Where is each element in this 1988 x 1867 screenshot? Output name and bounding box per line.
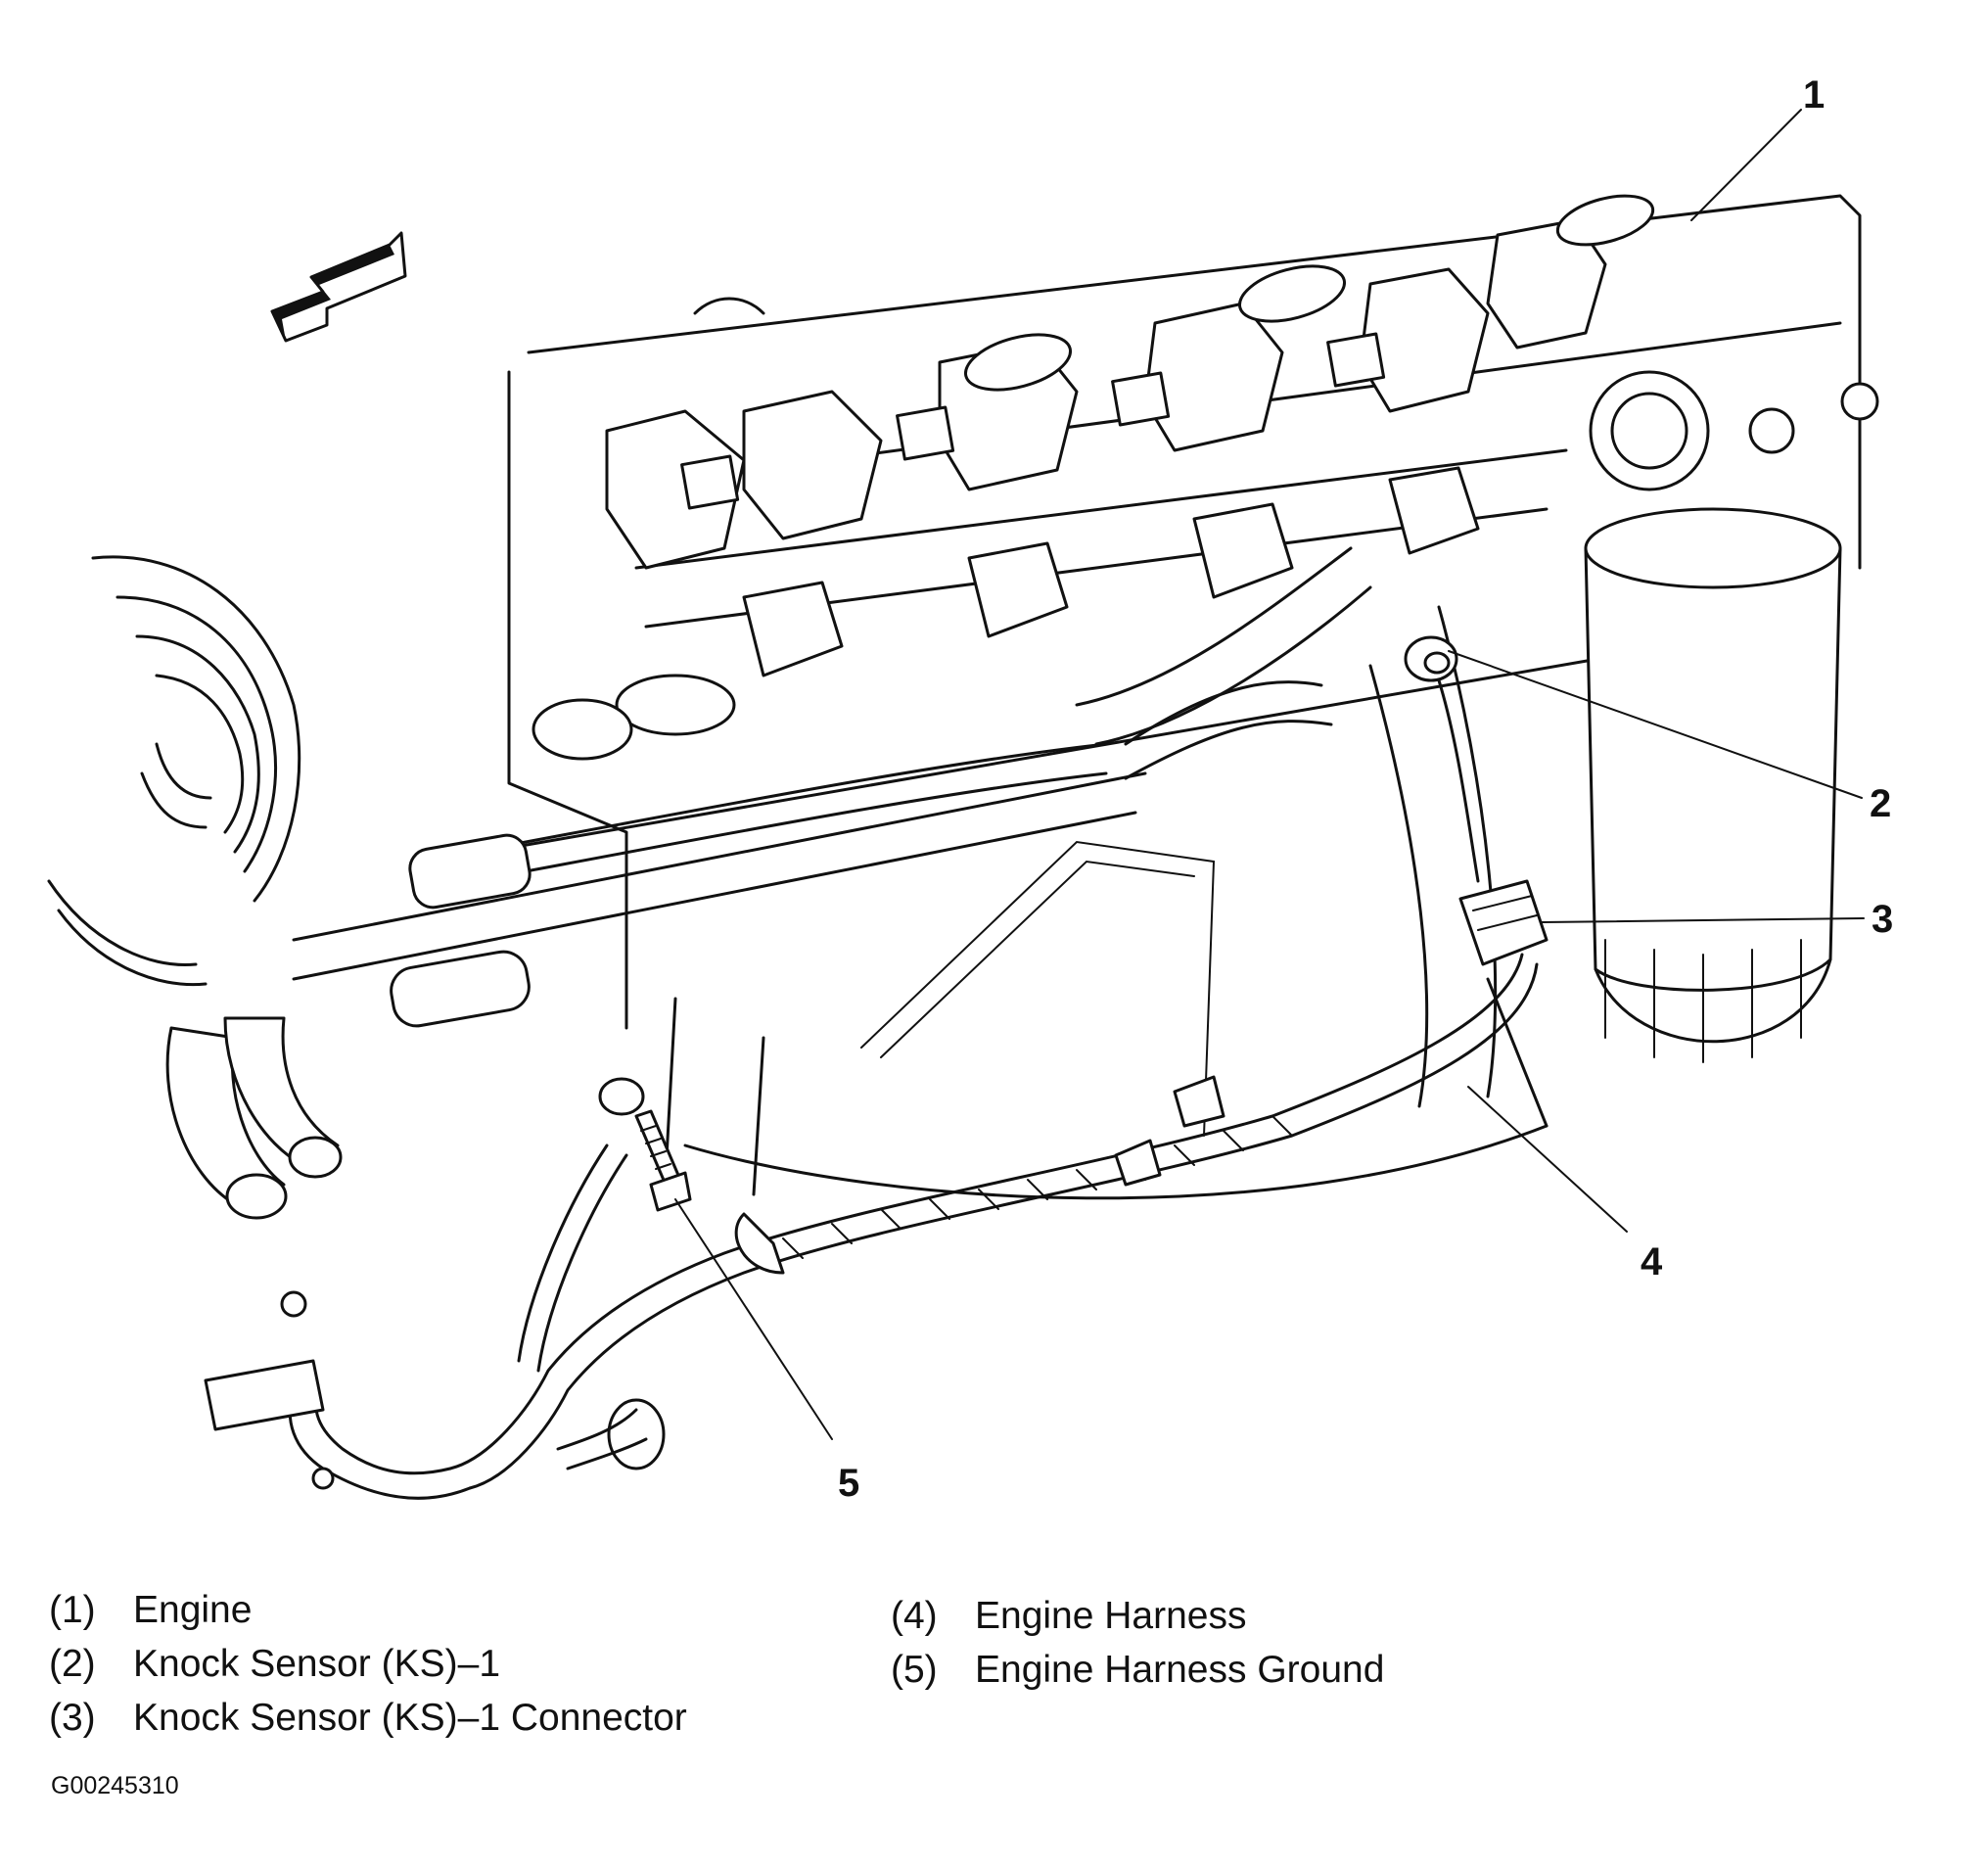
knock-sensor-connector — [1458, 879, 1549, 966]
legend-number: (2) — [49, 1643, 96, 1685]
legend-number: (3) — [49, 1697, 96, 1739]
oil-filter — [1584, 507, 1842, 1063]
callout-labels: 1 2 3 4 5 — [838, 73, 1893, 1505]
legend-item-1: (1) Engine — [49, 1588, 252, 1633]
legend-label: Knock Sensor (KS)–1 — [133, 1643, 501, 1685]
legend-label: Knock Sensor (KS)–1 Connector — [133, 1697, 687, 1739]
callout-2: 2 — [1870, 782, 1891, 825]
coolant-hoses — [165, 1016, 343, 1220]
legend-item-5: (5) Engine Harness Ground — [891, 1648, 1384, 1693]
leader-lines — [674, 109, 1865, 1440]
legend-label: Engine Harness Ground — [975, 1649, 1385, 1691]
knock-sensor — [1404, 635, 1480, 883]
legend-label: Engine — [133, 1589, 253, 1631]
legend-number: (4) — [891, 1595, 938, 1637]
legend-number: (5) — [891, 1649, 938, 1691]
legend-item-3: (3) Knock Sensor (KS)–1 Connector — [49, 1696, 687, 1741]
front-direction-arrow-icon — [270, 231, 407, 343]
tubes — [292, 546, 1372, 1028]
legend-label: Engine Harness — [975, 1595, 1247, 1637]
figure-id: G00245310 — [51, 1772, 179, 1799]
legend-item-4: (4) Engine Harness — [891, 1594, 1247, 1639]
callout-1: 1 — [1803, 73, 1825, 117]
fuel-rail-injectors — [605, 194, 1879, 736]
legend-item-2: (2) Knock Sensor (KS)–1 — [49, 1642, 500, 1687]
callout-3: 3 — [1872, 898, 1893, 941]
crank-pulley — [47, 555, 301, 987]
legend-number: (1) — [49, 1589, 96, 1631]
harness-ground-bolt — [598, 1077, 785, 1275]
engine-harness — [204, 953, 1539, 1500]
engine-illustration: 1 2 3 4 5 — [47, 73, 1893, 1505]
callout-5: 5 — [838, 1462, 859, 1505]
callout-4: 4 — [1641, 1240, 1663, 1284]
